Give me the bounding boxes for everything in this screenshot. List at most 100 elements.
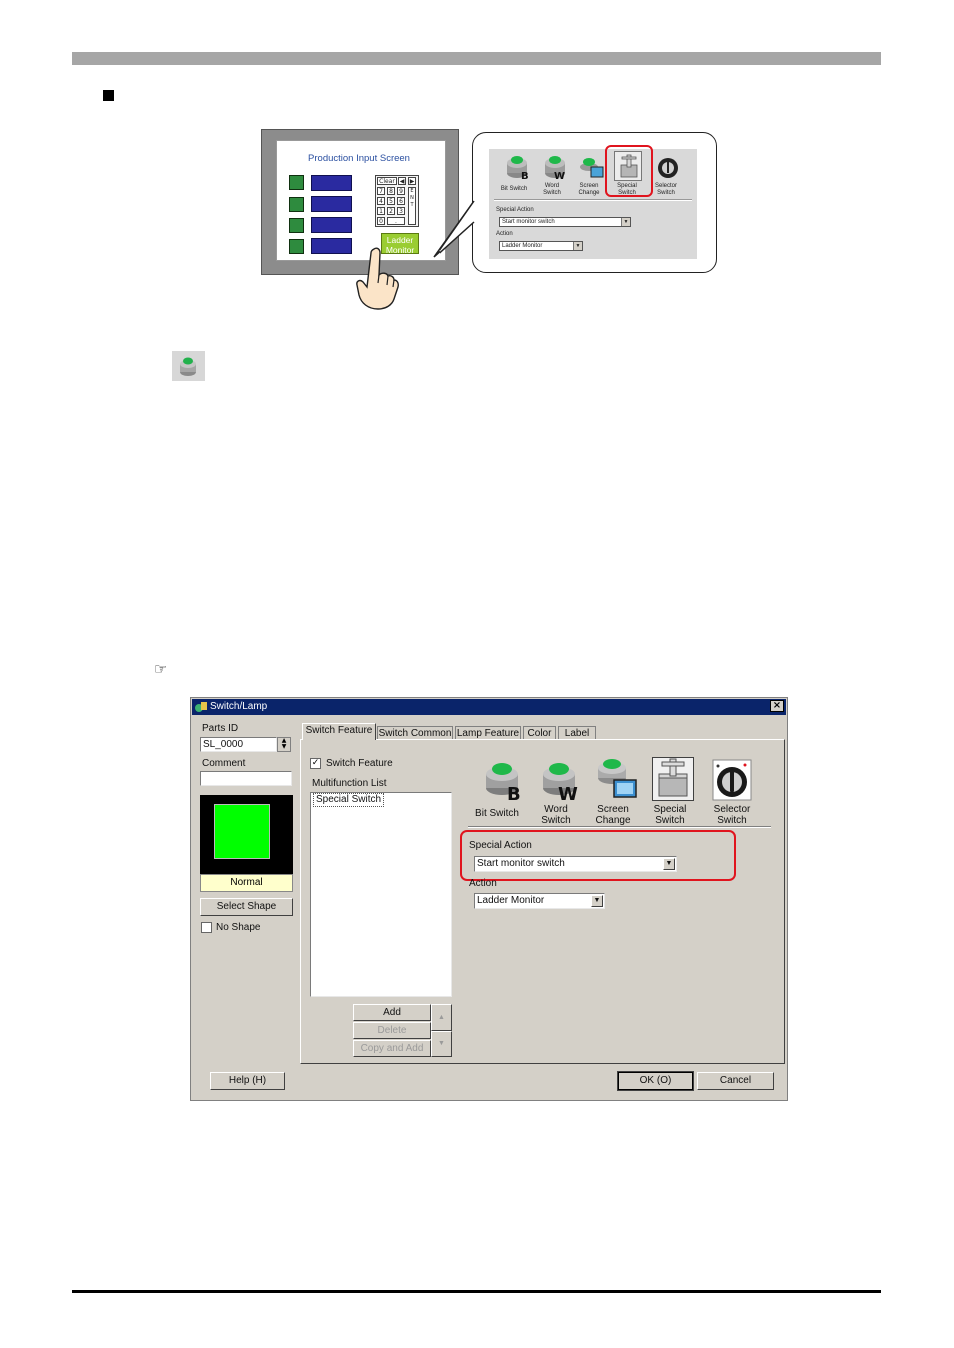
svg-text:B: B [507, 784, 521, 802]
mini-switch-label: Special Switch [617, 183, 637, 196]
parts-id-spinner[interactable]: ▲ ▼ [277, 737, 291, 752]
chevron-up-icon[interactable]: ▲ [281, 737, 287, 744]
tab-label[interactable]: Label [558, 726, 596, 740]
tab-switch-common[interactable]: Switch Common [377, 726, 453, 740]
move-up-button[interactable]: ▲ [431, 1004, 452, 1031]
chevron-down-icon[interactable]: ▼ [281, 743, 287, 750]
mini-switch-label: Bit Switch [500, 186, 528, 192]
illustration-data-display [311, 238, 352, 254]
switch-feature-label: Switch Feature [326, 758, 393, 769]
chevron-down-icon[interactable]: ▼ [591, 895, 603, 907]
keypad-key: ENT [408, 187, 416, 225]
comment-input[interactable] [200, 771, 292, 786]
chevron-down-icon: ▼ [621, 218, 630, 226]
screen-change-label: Screen Change [595, 804, 631, 826]
action-select[interactable]: Ladder Monitor ▼ [474, 893, 605, 909]
screen-change-icon[interactable] [594, 756, 638, 802]
keypad-key: 6 [397, 197, 405, 205]
header-rule [72, 52, 881, 65]
select-shape-button[interactable]: Select Shape [200, 898, 293, 916]
delete-button[interactable]: Delete [353, 1022, 431, 1039]
switch-type-divider [468, 826, 771, 828]
green-switch-icon [180, 357, 196, 376]
mini-screen-change-icon [580, 158, 604, 178]
chevron-down-icon[interactable]: ▼ [663, 858, 675, 870]
shape-state-label[interactable]: Normal [200, 874, 293, 892]
mini-switch-label: Screen Change [578, 183, 600, 196]
illustration-data-display [311, 196, 352, 212]
mini-switch-label: Selector Switch [654, 183, 677, 196]
tab-lamp-feature[interactable]: Lamp Feature [455, 726, 521, 740]
dialog-title-bar [192, 699, 786, 715]
mini-special-action-value: Start monitor switch [502, 219, 555, 225]
help-button[interactable]: Help (H) [210, 1072, 285, 1090]
word-switch-icon[interactable]: W [538, 756, 582, 802]
special-action-value: Start monitor switch [477, 858, 565, 869]
word-switch-label: Word Switch [541, 804, 571, 826]
app-icon [195, 702, 207, 712]
bit-switch-icon[interactable]: B [481, 756, 525, 802]
switch-lamp-toolbar-icon [172, 351, 205, 381]
add-button[interactable]: Add [353, 1004, 431, 1021]
keypad-key: 4 [377, 197, 385, 205]
illustration-green-lamp [289, 218, 304, 233]
illustration-data-display [311, 217, 352, 233]
chevron-down-icon: ▼ [573, 242, 582, 250]
move-down-button[interactable]: ▼ [431, 1031, 452, 1057]
keypad-key: . [387, 217, 405, 225]
mini-action-value: Ladder Monitor [502, 243, 543, 249]
hand-pointer-icon [356, 247, 399, 310]
cancel-button[interactable]: Cancel [697, 1072, 774, 1090]
illustration-screen-title: Production Input Screen [308, 153, 410, 164]
ok-button[interactable]: OK (O) [617, 1071, 694, 1091]
mini-special-action-label: Special Action [496, 207, 534, 213]
special-switch-icon[interactable] [651, 756, 695, 802]
illustration-data-display [311, 175, 352, 191]
keypad-key: 5 [387, 197, 395, 205]
mini-special-switch-icon [620, 154, 638, 178]
illustration-green-lamp [289, 239, 304, 254]
callout-highlight-box [605, 145, 653, 197]
special-action-select[interactable]: Start monitor switch ▼ [474, 856, 677, 872]
tab-switch-feature[interactable]: Switch Feature [302, 723, 376, 740]
special-switch-label: Special Switch [653, 804, 687, 826]
reference-hand-icon: ☞ [154, 660, 168, 678]
selector-switch-icon[interactable] [709, 756, 753, 802]
mini-bit-switch-icon: B [507, 156, 529, 181]
tab-color[interactable]: Color [523, 726, 556, 740]
keypad-key: 8 [387, 187, 395, 195]
action-value: Ladder Monitor [477, 895, 545, 906]
svg-text:W: W [558, 784, 578, 802]
illustration-ladder-monitor-label: Ladder Monitor [385, 235, 415, 255]
switch-feature-checkbox[interactable]: ✓ [310, 758, 321, 769]
bit-switch-label: Bit Switch [475, 808, 519, 819]
illustration-green-lamp [289, 197, 304, 212]
keypad-key: 9 [397, 187, 405, 195]
mini-special-action-select: Start monitor switch ▼ [499, 217, 631, 227]
tab-panel [300, 739, 785, 1064]
svg-text:B: B [521, 171, 529, 181]
list-item[interactable]: Special Switch [313, 793, 385, 807]
keypad-key: 2 [387, 207, 395, 215]
mini-action-label: Action [496, 231, 513, 237]
chevron-up-icon: ▲ [438, 1014, 445, 1021]
multifunction-list-label: Multifunction List [312, 778, 387, 789]
keypad-key: 0 [377, 217, 385, 225]
no-shape-label: No Shape [216, 922, 261, 933]
comment-label: Comment [202, 758, 246, 769]
close-button[interactable]: × [770, 700, 784, 712]
special-action-label: Special Action [469, 840, 532, 851]
mini-divider [494, 199, 692, 201]
parts-id-label: Parts ID [202, 723, 239, 734]
keypad-key: 3 [397, 207, 405, 215]
no-shape-checkbox[interactable] [201, 922, 212, 933]
multifunction-list[interactable]: Special Switch [310, 792, 452, 997]
special-action-highlight [460, 830, 736, 881]
copy-and-add-button[interactable]: Copy and Add [353, 1040, 431, 1057]
illustration-keypad: Clear ◀ ▶ 7 8 9 4 5 6 1 2 3 0 . ENT [375, 175, 419, 227]
chevron-down-icon: ▼ [438, 1040, 445, 1047]
dialog-title: Switch/Lamp [210, 701, 268, 712]
parts-id-input[interactable]: SL_0000 [200, 737, 277, 752]
keypad-key: 7 [377, 187, 385, 195]
mini-switch-label: Word Switch [543, 183, 561, 196]
